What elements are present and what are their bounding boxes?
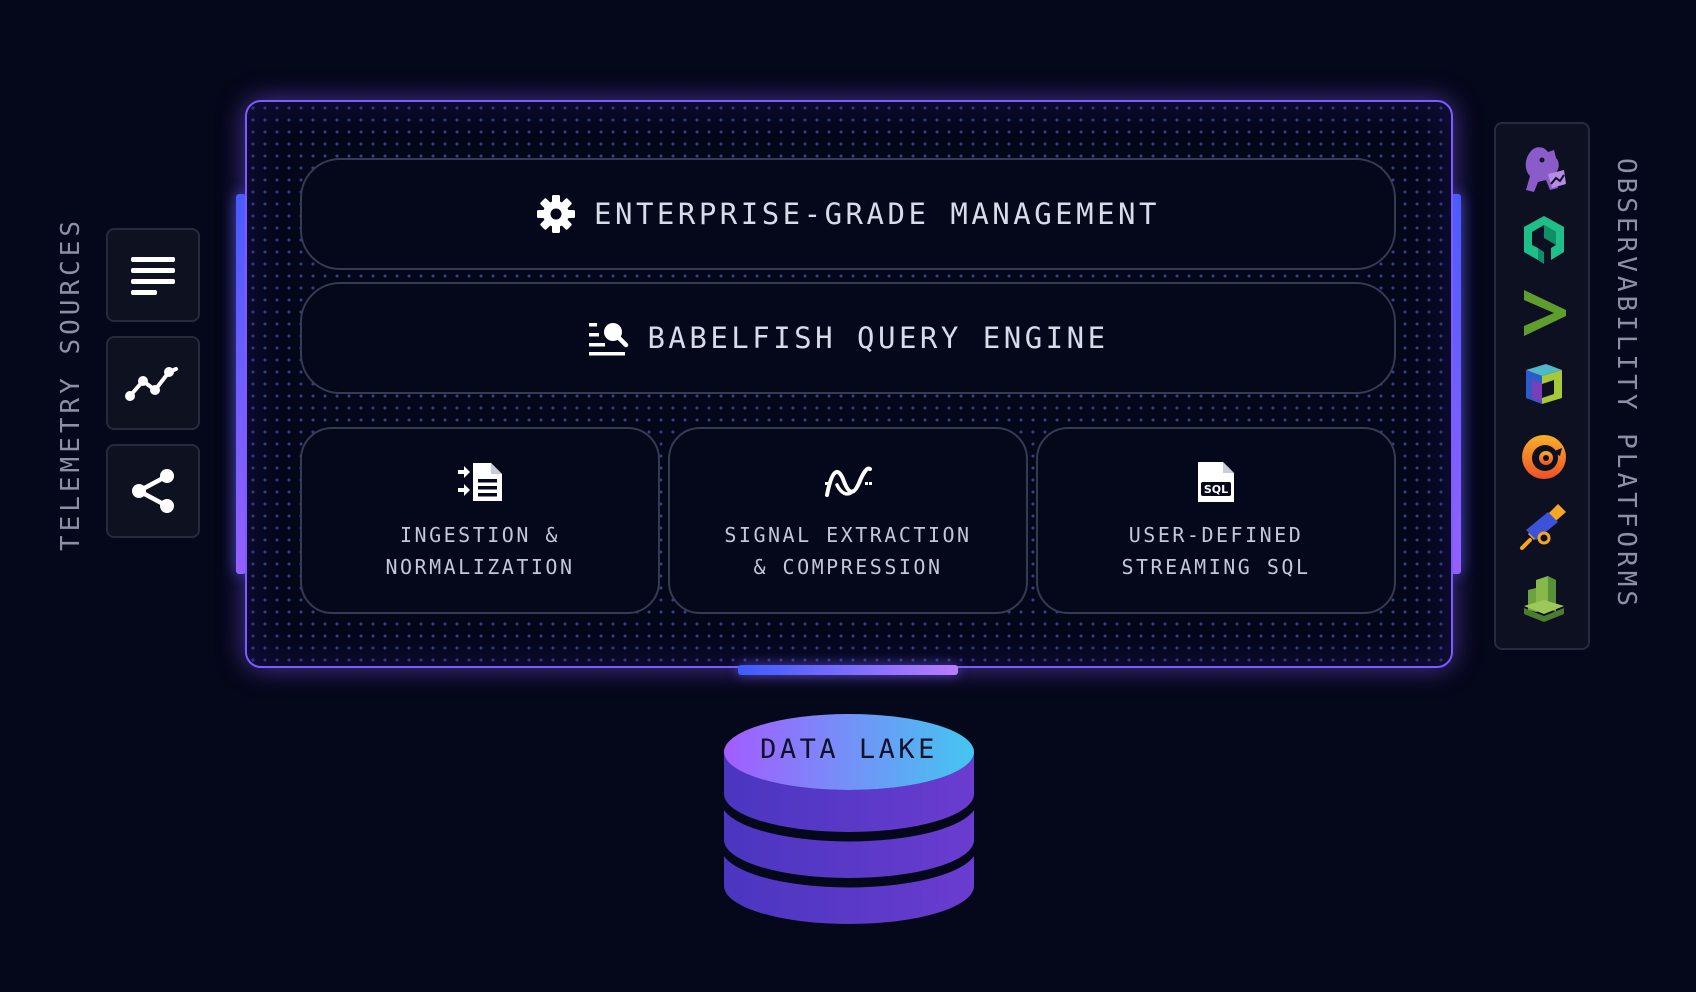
gear-icon <box>537 195 576 233</box>
chevron-logo-icon[interactable] <box>1518 286 1570 338</box>
sql-line2: STREAMING SQL <box>1121 554 1311 579</box>
platform-glow-right <box>1451 194 1461 574</box>
observability-platforms-label: OBSERVABILITY PLATFORMS <box>1611 157 1641 611</box>
enterprise-management-title: ENTERPRISE-GRADE MANAGEMENT <box>594 197 1160 231</box>
streaming-sql-module[interactable]: SQL USER-DEFINED STREAMING SQL <box>1036 427 1396 614</box>
enterprise-management-layer[interactable]: ENTERPRISE-GRADE MANAGEMENT <box>300 158 1396 270</box>
data-lake-label: DATA LAKE <box>760 734 938 765</box>
data-lake[interactable]: DATA LAKE <box>720 712 978 926</box>
ingestion-module[interactable]: INGESTION & NORMALIZATION <box>300 427 660 614</box>
traces-source-tile[interactable] <box>106 444 200 538</box>
database-cylinder-icon <box>720 714 978 924</box>
traces-share-icon <box>132 469 174 513</box>
metrics-chart-icon <box>125 367 178 401</box>
ingestion-line1: INGESTION & <box>400 522 560 547</box>
platform-glow-left <box>236 194 246 574</box>
grafana-logo-icon[interactable] <box>1518 430 1570 482</box>
telemetry-sources-label: TELEMETRY SOURCES <box>56 216 86 552</box>
logs-source-tile[interactable] <box>106 228 200 322</box>
query-engine-title: BABELFISH QUERY ENGINE <box>647 321 1109 355</box>
stack-logo-icon[interactable] <box>1518 572 1570 624</box>
platform-glow-bottom <box>738 665 958 675</box>
sql-file-icon: SQL <box>1198 461 1234 502</box>
telescope-logo-icon[interactable] <box>1518 500 1570 552</box>
signal-wave-icon <box>825 466 872 497</box>
query-engine-layer[interactable]: BABELFISH QUERY ENGINE <box>300 282 1396 394</box>
search-list-icon <box>589 323 629 356</box>
cube-logo-icon[interactable] <box>1518 358 1570 410</box>
datadog-dog-icon[interactable] <box>1518 144 1570 196</box>
ingestion-line2: NORMALIZATION <box>385 554 575 579</box>
sql-line1: USER-DEFINED <box>1128 522 1304 547</box>
svg-text:SQL: SQL <box>1204 483 1228 496</box>
observability-platforms-column <box>1494 122 1590 650</box>
document-import-icon <box>458 462 502 501</box>
logs-lines-icon <box>131 257 175 295</box>
platform-panel: ENTERPRISE-GRADE MANAGEMENT BABELFISH QU… <box>245 100 1453 668</box>
signal-extraction-module[interactable]: SIGNAL EXTRACTION & COMPRESSION <box>668 427 1028 614</box>
signal-line2: & COMPRESSION <box>753 554 943 579</box>
signal-line1: SIGNAL EXTRACTION <box>724 522 972 547</box>
metrics-source-tile[interactable] <box>106 336 200 430</box>
hexagon-logo-icon[interactable] <box>1518 214 1570 266</box>
